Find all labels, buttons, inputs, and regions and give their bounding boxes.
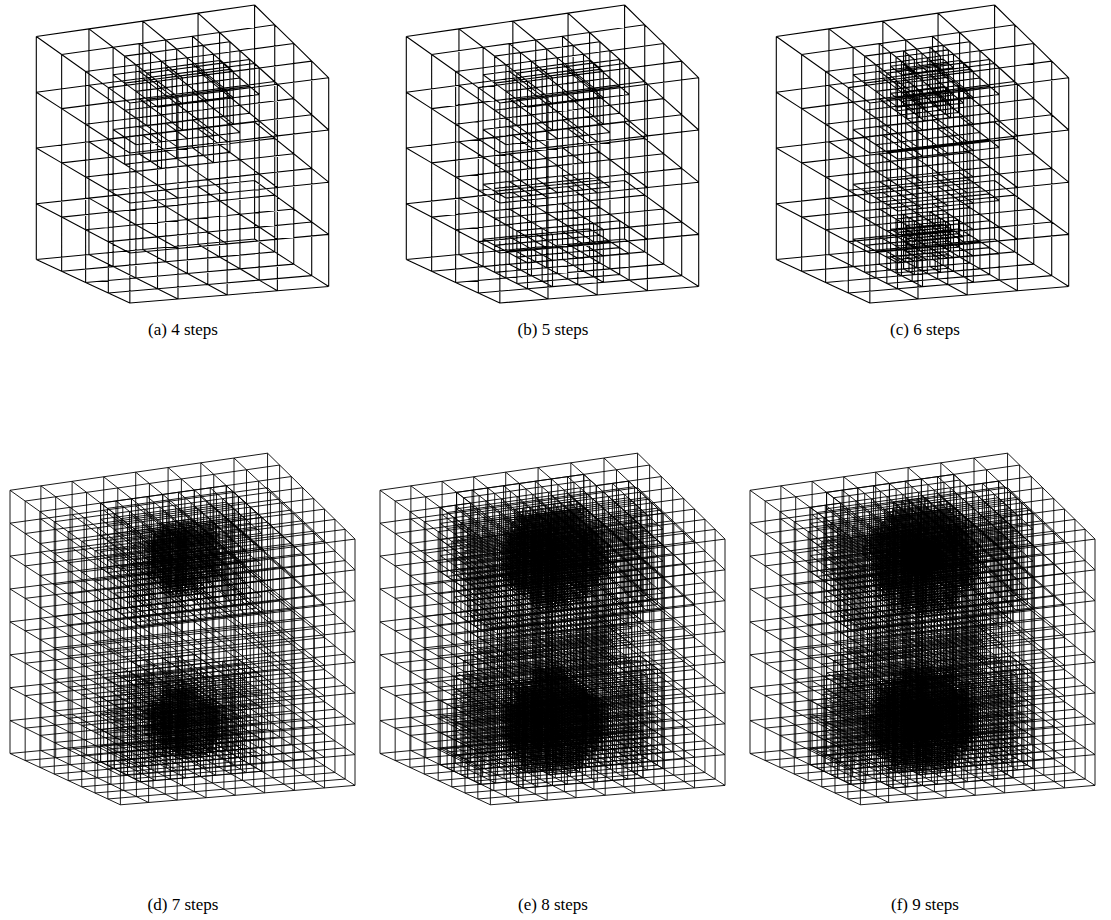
panel-caption: (f) 9 steps: [889, 895, 961, 915]
octree-mesh: [776, 5, 1068, 303]
panel-caption: (b) 5 steps: [516, 320, 591, 340]
panel-caption: (a) 4 steps: [146, 320, 220, 340]
panel-caption: (c) 6 steps: [888, 320, 962, 340]
panel-caption: (d) 7 steps: [146, 895, 221, 915]
octree-mesh: [750, 453, 1095, 805]
octree-mesh: [380, 453, 725, 805]
panel-caption: (e) 8 steps: [516, 895, 590, 915]
octree-mesh: [406, 5, 698, 303]
octree-mesh: [10, 453, 355, 805]
octree-mesh: [36, 5, 328, 303]
